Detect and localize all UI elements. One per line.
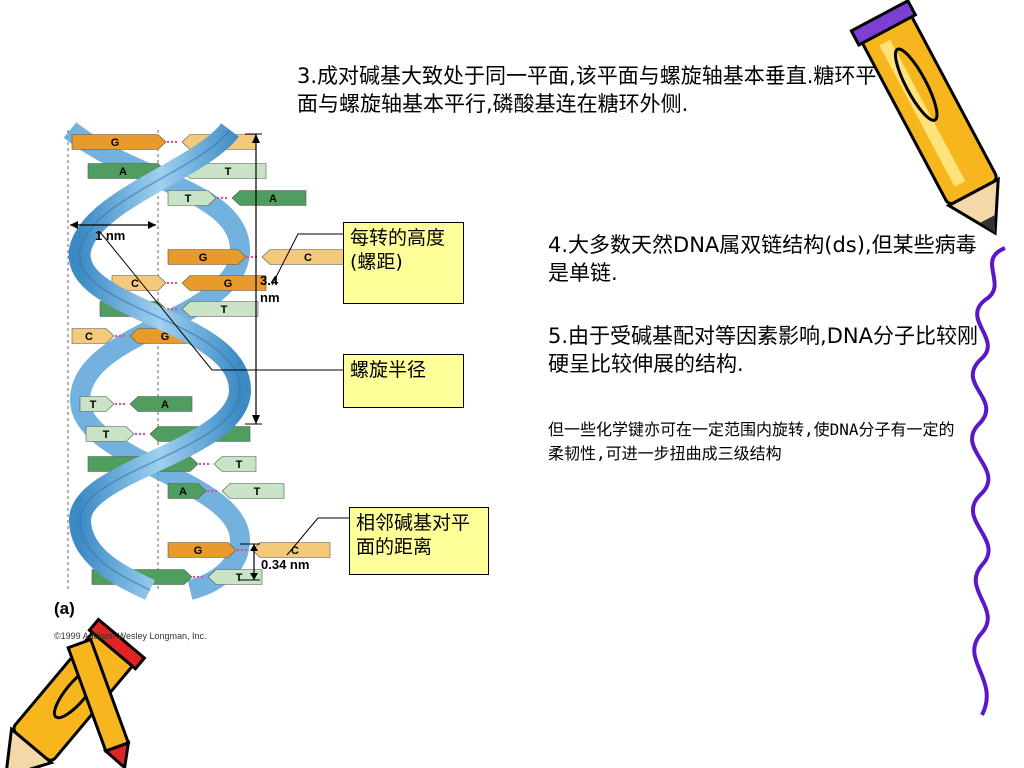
hydrogen-bond [142,432,146,436]
spacing-callout: 相邻碱基对平面的距离 [349,507,489,575]
hydrogen-bond [206,489,210,493]
base-a [167,483,207,499]
hydrogen-bond [122,402,126,406]
point-4-text: 4.大多数天然DNA属双链结构(ds),但某些病毒是单链. [548,233,977,285]
hydrogen-bond [192,575,196,579]
base-t [221,483,285,499]
base-t [79,396,115,412]
pencil-icon-top-right [849,0,1000,236]
hydrogen-bond [114,402,118,406]
point-5-text: 5.由于受碱基配对等因素影响,DNA分子比较刚硬呈比较伸展的结构. [548,324,978,376]
copyright-text: ©1999 Addison Wesley Longman, Inc. [54,631,207,641]
pitch-value: 3.4 [260,273,279,288]
squiggle-line-right [970,246,1006,716]
base-t [85,426,135,442]
point-3-text: 3.成对碱基大致处于同一平面,该平面与螺旋轴基本垂直.糖环平面与螺旋轴基本平行,… [297,64,877,116]
hydrogen-bond [196,575,200,579]
base-c [71,328,115,344]
base-a [231,190,307,206]
base-label: A [161,399,169,411]
hydrogen-bond [166,281,170,285]
base-label: T [90,399,97,411]
base-label: G [224,278,233,290]
base-label: T [221,304,228,316]
flexibility-note: 但一些化学键亦可在一定范围内旋转,使DNA分子有一定的柔韧性,可进一步扭曲成三级… [548,420,955,463]
base-label: T [185,193,192,205]
hydrogen-bond [174,140,178,144]
radius-leader [99,231,343,371]
hydrogen-bond [170,281,174,285]
pitch-unit: nm [260,290,280,305]
base-g [71,134,167,150]
pitch-leader [271,233,343,286]
base-t [167,190,217,206]
hydrogen-bond [114,334,118,338]
panel-label: (a) [54,599,75,618]
base-label: T [236,459,243,471]
base-label: A [179,486,187,498]
base-label: T [254,486,261,498]
base-label: C [304,252,312,264]
base-g [167,542,237,558]
hydrogen-bond [170,140,174,144]
hydrogen-bond [174,307,178,311]
hydrogen-bond [224,196,228,200]
base-label: T [103,429,110,441]
base-label: C [291,545,299,557]
base-label: G [161,331,170,343]
base-g [167,249,247,265]
hydrogen-bond [122,334,126,338]
base-label: C [131,278,139,290]
hydrogen-bond [174,281,178,285]
hydrogen-bond [166,140,170,144]
hydrogen-bond [214,489,218,493]
hydrogen-bond [118,402,122,406]
base-c [261,249,347,265]
hydrogen-bond [206,462,210,466]
hydrogen-bond [200,575,204,579]
base-label: G [194,545,203,557]
radius-label: 1 nm [95,228,125,243]
base-g [181,275,267,291]
hydrogen-bond [202,462,206,466]
hydrogen-bond [198,462,202,466]
pitch-callout: 每转的高度(螺距) [343,222,464,304]
base-label: T [225,166,232,178]
base-t [213,456,257,472]
base-label: A [269,193,277,205]
base-label: G [199,252,208,264]
base-t [181,301,259,317]
hydrogen-bond [240,548,244,552]
spacing-leader [286,517,349,556]
hydrogen-bond [118,334,122,338]
radius-callout: 螺旋半径 [343,354,464,408]
base-a [129,396,193,412]
hydrogen-bond [246,255,250,259]
hydrogen-bond [244,548,248,552]
base-label: C [85,331,93,343]
hydrogen-bond [138,432,142,436]
spacing-label: 0.34 nm [261,557,309,572]
hydrogen-bond [236,548,240,552]
hydrogen-bond [170,307,174,311]
base-label: G [111,137,120,149]
base-label: A [119,166,127,178]
hydrogen-bond [216,196,220,200]
hydrogen-bond [250,255,254,259]
hydrogen-bond [220,196,224,200]
hydrogen-bond [134,432,138,436]
hydrogen-bond [210,489,214,493]
base-label: T [236,572,243,584]
